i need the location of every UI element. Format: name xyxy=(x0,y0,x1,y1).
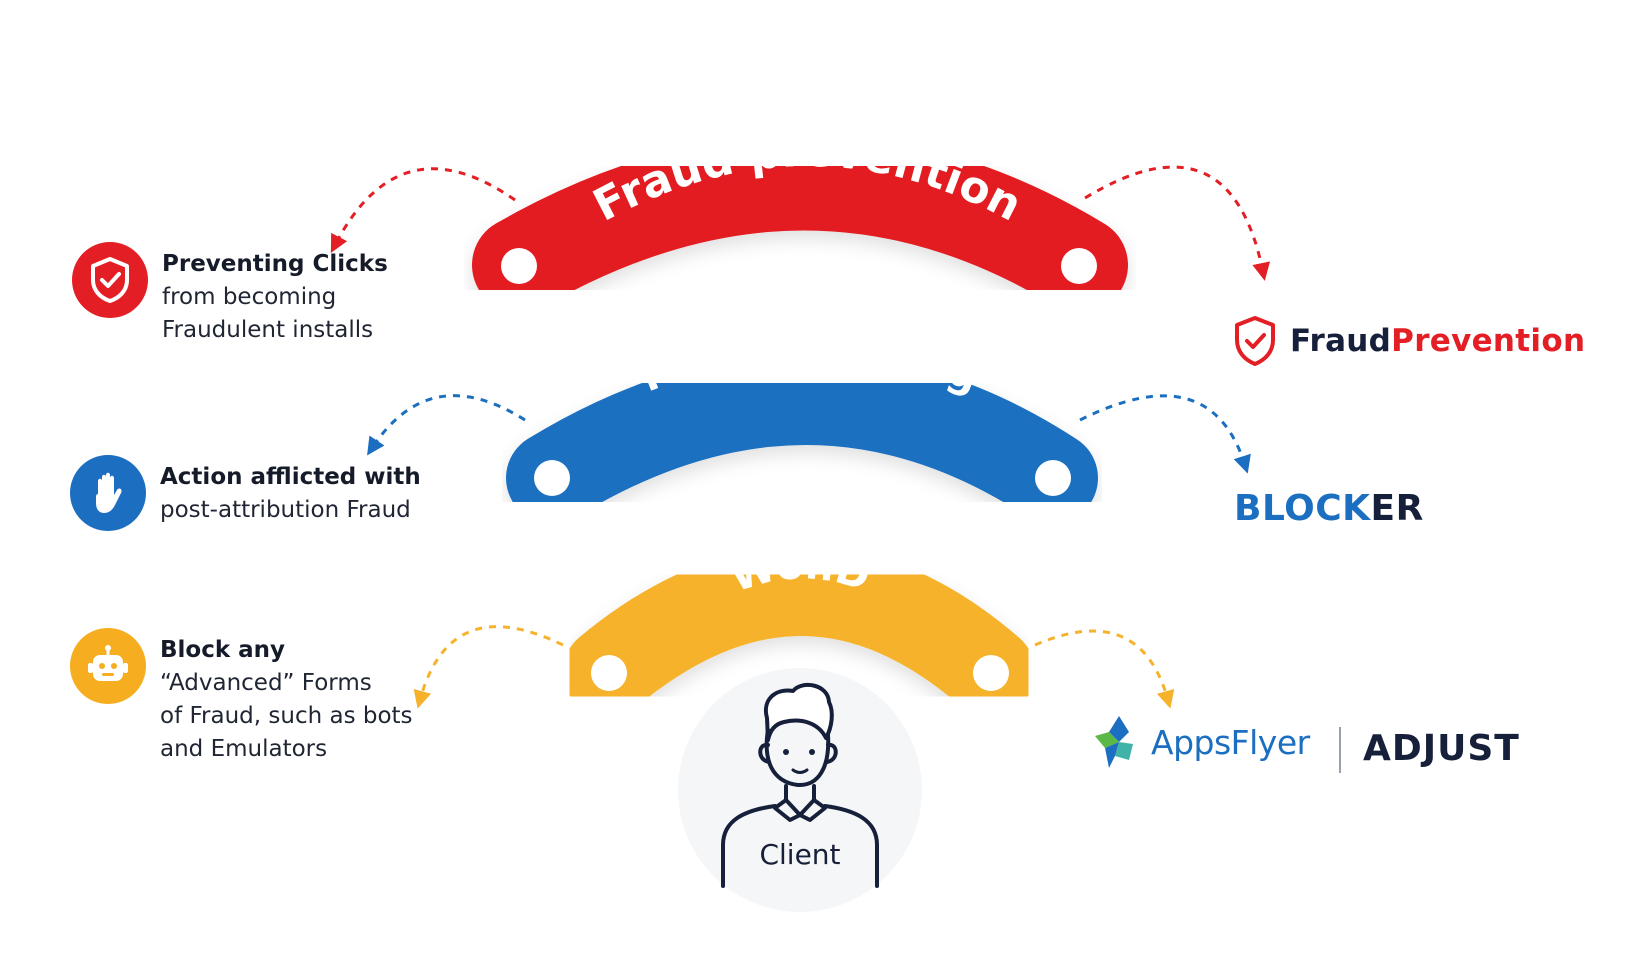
client-label: Client xyxy=(759,838,840,871)
arc-red-right-hole xyxy=(1061,248,1097,284)
arc-fraud-prevention xyxy=(472,134,1128,313)
shield-check-icon xyxy=(72,242,148,318)
arc-yellow-left-hole xyxy=(591,655,627,691)
client-mouth xyxy=(791,768,809,774)
connector-yellow-left xyxy=(413,625,564,709)
client-right-eye xyxy=(809,749,815,755)
feature-line: Fraudulent installs xyxy=(162,317,374,343)
feature-line: from becoming xyxy=(162,284,337,310)
feature-title: Preventing Clicks xyxy=(162,251,388,277)
feature-line: of Fraud, such as bots xyxy=(160,703,413,729)
arc-wond xyxy=(563,546,1035,717)
connector-yellow-right xyxy=(1034,629,1175,709)
appsflyer-mark-icon xyxy=(1095,716,1133,768)
connector-blue-right xyxy=(1079,394,1251,474)
feature-line: post-attribution Fraud xyxy=(160,497,411,523)
feature-title: Block any xyxy=(160,637,286,663)
client-backdrop xyxy=(678,668,922,912)
feature-preventing-clicks: Preventing Clicks from becoming Fraudule… xyxy=(72,242,388,347)
logo-prevention-part: Prevention xyxy=(1391,323,1586,359)
logo-blocker: BLOCKER xyxy=(1234,488,1424,529)
connector-blue-left xyxy=(367,394,526,456)
feature-title: Action afflicted with xyxy=(160,464,421,490)
feature-action-afflicted: Action afflicted with post-attribution F… xyxy=(70,455,421,531)
feature-block-advanced: Block any “Advanced” Forms of Fraud, suc… xyxy=(70,628,413,766)
client-left-eye xyxy=(783,749,789,755)
arc-yellow-right-hole xyxy=(973,655,1009,691)
robot-icon xyxy=(70,628,146,704)
logo-divider xyxy=(1339,727,1341,773)
logo-block-part: BLOCK xyxy=(1234,488,1371,529)
logo-er-part: ER xyxy=(1370,488,1424,529)
feature-line: “Advanced” Forms xyxy=(160,670,372,696)
appsflyer-wordmark: AppsFlyer xyxy=(1151,722,1310,762)
connector-red-left xyxy=(330,167,516,253)
client-person-icon xyxy=(721,682,879,888)
logo-fraudprevention: FraudPrevention xyxy=(1232,315,1585,367)
feature-line: and Emulators xyxy=(160,736,328,762)
hand-icon xyxy=(70,455,146,531)
arc-fraud-blocking xyxy=(506,353,1098,524)
logo-fraud-part: Fraud xyxy=(1290,323,1392,359)
logo-adjust: ADJUST xyxy=(1363,728,1520,769)
arc-blue-right-hole xyxy=(1035,460,1071,496)
arc-blue-left-hole xyxy=(534,460,570,496)
arc-red-left-hole xyxy=(501,248,537,284)
logo-appsflyer: AppsFlyer xyxy=(1091,714,1310,770)
shield-check-icon xyxy=(1235,316,1275,366)
